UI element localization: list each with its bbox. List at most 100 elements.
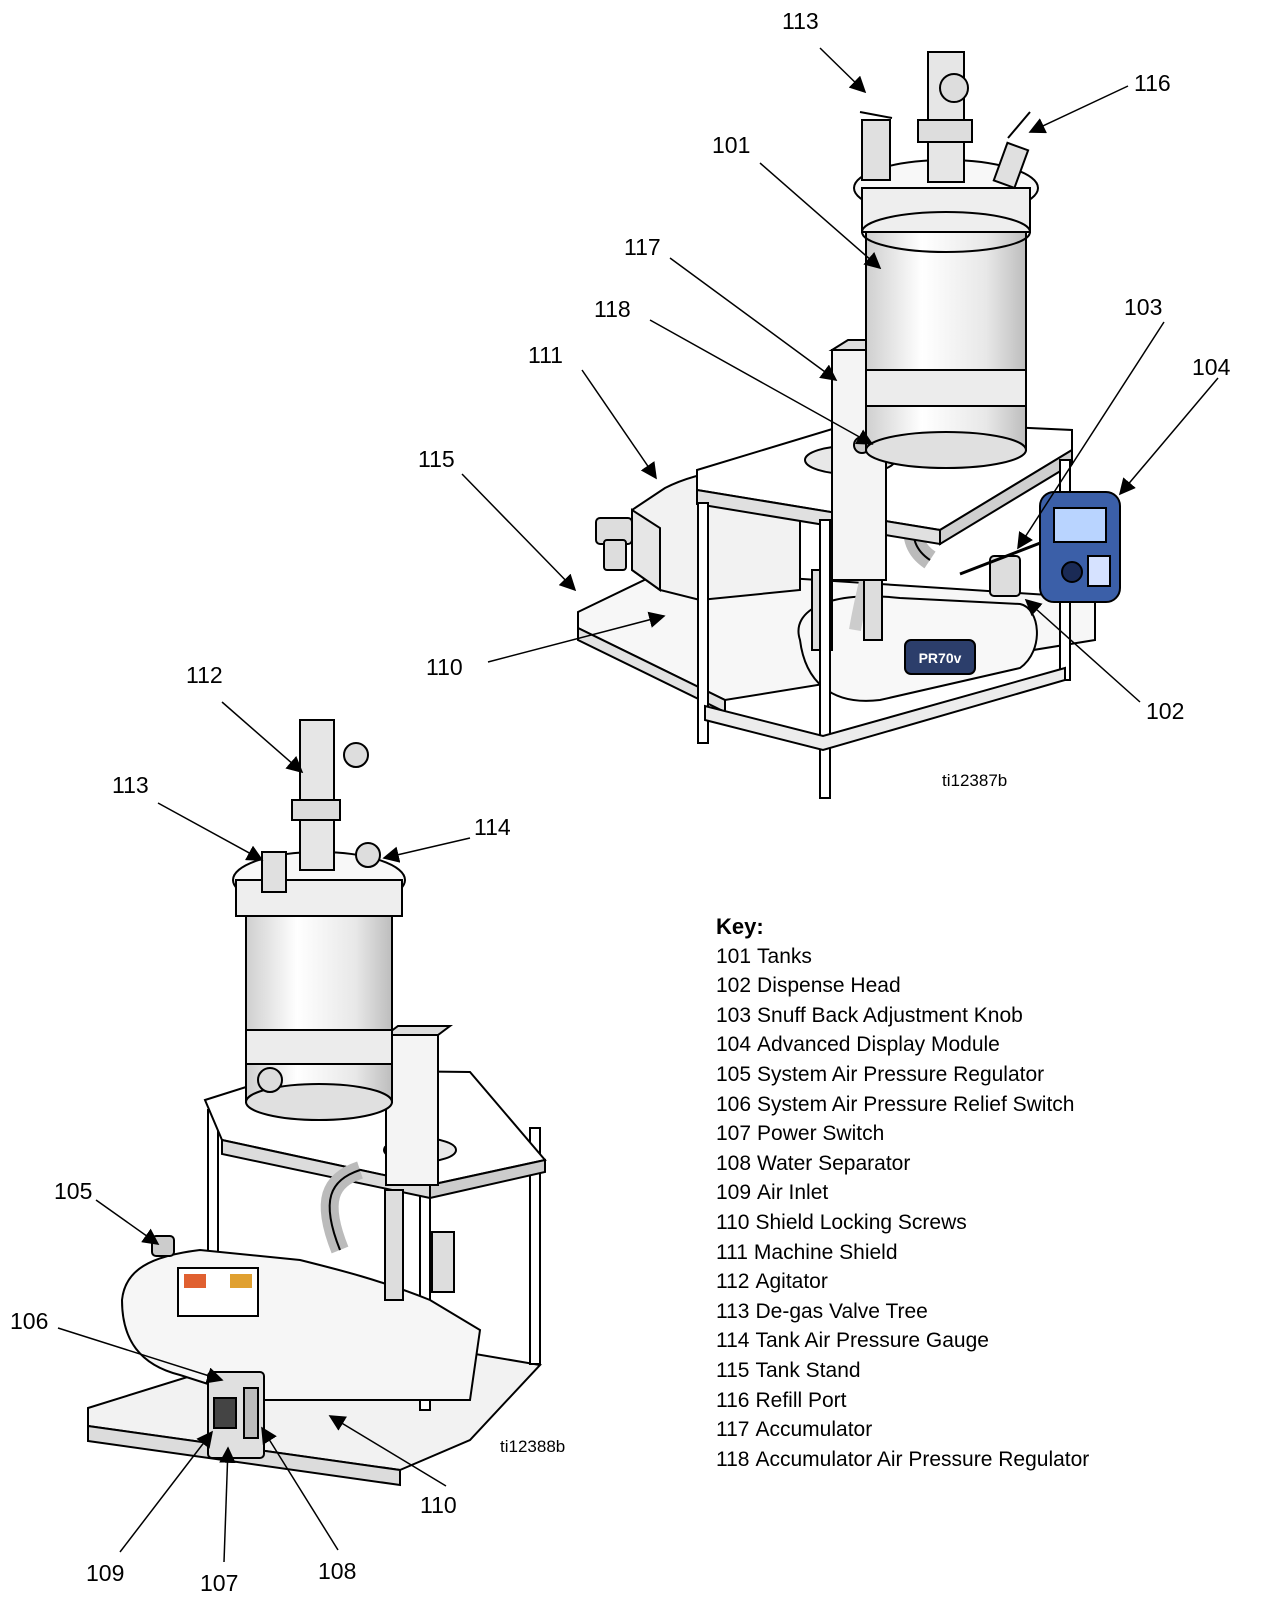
key-item-label: Accumulator	[755, 1418, 873, 1442]
callout-top-101: 101	[712, 132, 751, 158]
key-item-label: Water Separator	[757, 1151, 911, 1175]
key-item-number: 108	[716, 1151, 752, 1175]
key-item-number: 118	[716, 1447, 750, 1471]
figure-id-bottom: ti12388b	[500, 1437, 566, 1456]
top-leg-2	[819, 519, 831, 799]
top-unit-illustration: PR70v	[577, 51, 1121, 799]
key-item-label: Advanced Display Module	[757, 1033, 1000, 1057]
callout-bottom-110: 110	[420, 1492, 457, 1518]
callout-top-111: 111	[528, 342, 563, 368]
callout-bottom-113: 113	[112, 772, 149, 798]
leader-top-111	[581, 369, 657, 480]
callout-top-116: 116	[1134, 70, 1171, 96]
callout-top-102: 102	[1146, 698, 1185, 724]
key-item-label: Dispense Head	[757, 974, 901, 998]
key-item-label: Shield Locking Screws	[755, 1210, 967, 1234]
bottom-unit-illustration	[87, 719, 547, 1487]
key-item-label: Agitator	[755, 1270, 828, 1294]
leader-top-115	[461, 473, 577, 592]
key-item-label: Tank Stand	[755, 1358, 861, 1382]
leader-bottom-107	[219, 1446, 236, 1563]
leader-bottom-112	[221, 701, 304, 774]
key-item-number: 104	[716, 1033, 752, 1057]
top-agitator	[927, 51, 965, 183]
key-item-number: 106	[716, 1092, 752, 1116]
key-item-number: 110	[716, 1210, 750, 1234]
key-item-label: Machine Shield	[753, 1240, 898, 1264]
bottom-accumulator	[385, 1034, 439, 1186]
leader-top-102	[1024, 598, 1141, 703]
callout-top-118: 118	[594, 296, 631, 322]
key-item-label: Refill Port	[755, 1388, 847, 1412]
bottom-pressure-gauge	[355, 842, 381, 868]
top-pump-badge	[904, 639, 976, 675]
callout-bottom-109: 109	[86, 1560, 125, 1586]
callout-bottom-107: 107	[200, 1570, 239, 1596]
key-item-label: System Air Pressure Relief Switch	[757, 1092, 1075, 1116]
leader-top-113	[819, 47, 867, 94]
callout-top-115: 115	[418, 446, 455, 472]
key-item-label: Air Inlet	[757, 1181, 829, 1205]
leader-bottom-105	[95, 1199, 160, 1245]
leader-top-110	[487, 611, 666, 663]
key-item-label: Snuff Back Adjustment Knob	[757, 1003, 1023, 1027]
key-item-number: 113	[716, 1299, 750, 1323]
leader-bottom-113	[157, 802, 264, 861]
callout-top-110: 110	[426, 654, 463, 680]
leader-bottom-114	[382, 837, 471, 863]
callout-top-104: 104	[1192, 354, 1231, 380]
key-item-number: 102	[716, 974, 752, 998]
callout-bottom-106: 106	[10, 1308, 49, 1334]
key-title: Key:	[716, 914, 764, 939]
leader-top-104	[1118, 377, 1219, 496]
key-item-label: System Air Pressure Regulator	[757, 1062, 1045, 1086]
callout-top-117: 117	[624, 234, 661, 260]
key-item-number: 114	[716, 1329, 750, 1353]
leader-top-117	[669, 257, 838, 381]
key-item-number: 103	[716, 1003, 752, 1027]
leader-bottom-108	[261, 1426, 339, 1551]
leader-bottom-110	[328, 1415, 447, 1487]
key-item-number: 105	[716, 1062, 752, 1086]
leader-bottom-106	[57, 1327, 224, 1384]
key-item-label: De-gas Valve Tree	[755, 1299, 928, 1323]
callout-top-113: 113	[782, 8, 819, 34]
top-leg-1	[697, 502, 709, 744]
leader-top-101	[759, 162, 882, 270]
leader-bottom-109	[119, 1430, 214, 1553]
key-item-label: Tanks	[757, 944, 812, 968]
key-item-number: 116	[716, 1388, 750, 1412]
key-item-label: Tank Air Pressure Gauge	[755, 1329, 989, 1353]
key-item-number: 101	[716, 944, 752, 968]
key-item-number: 112	[716, 1270, 750, 1294]
callout-bottom-108: 108	[318, 1558, 357, 1584]
key-item-number: 111	[716, 1240, 748, 1264]
leader-top-116	[1028, 85, 1129, 134]
key-item-number: 107	[716, 1122, 752, 1146]
key-item-label: Accumulator Air Pressure Regulator	[755, 1447, 1090, 1471]
bottom-agitator	[299, 719, 335, 871]
figure-id-top: ti12387b	[942, 771, 1008, 790]
leader-top-103	[1017, 321, 1165, 550]
leader-top-118	[649, 319, 874, 445]
top-tank-cylinder	[865, 229, 1027, 451]
key-item-label: Power Switch	[757, 1122, 885, 1146]
callout-top-103: 103	[1124, 294, 1163, 320]
